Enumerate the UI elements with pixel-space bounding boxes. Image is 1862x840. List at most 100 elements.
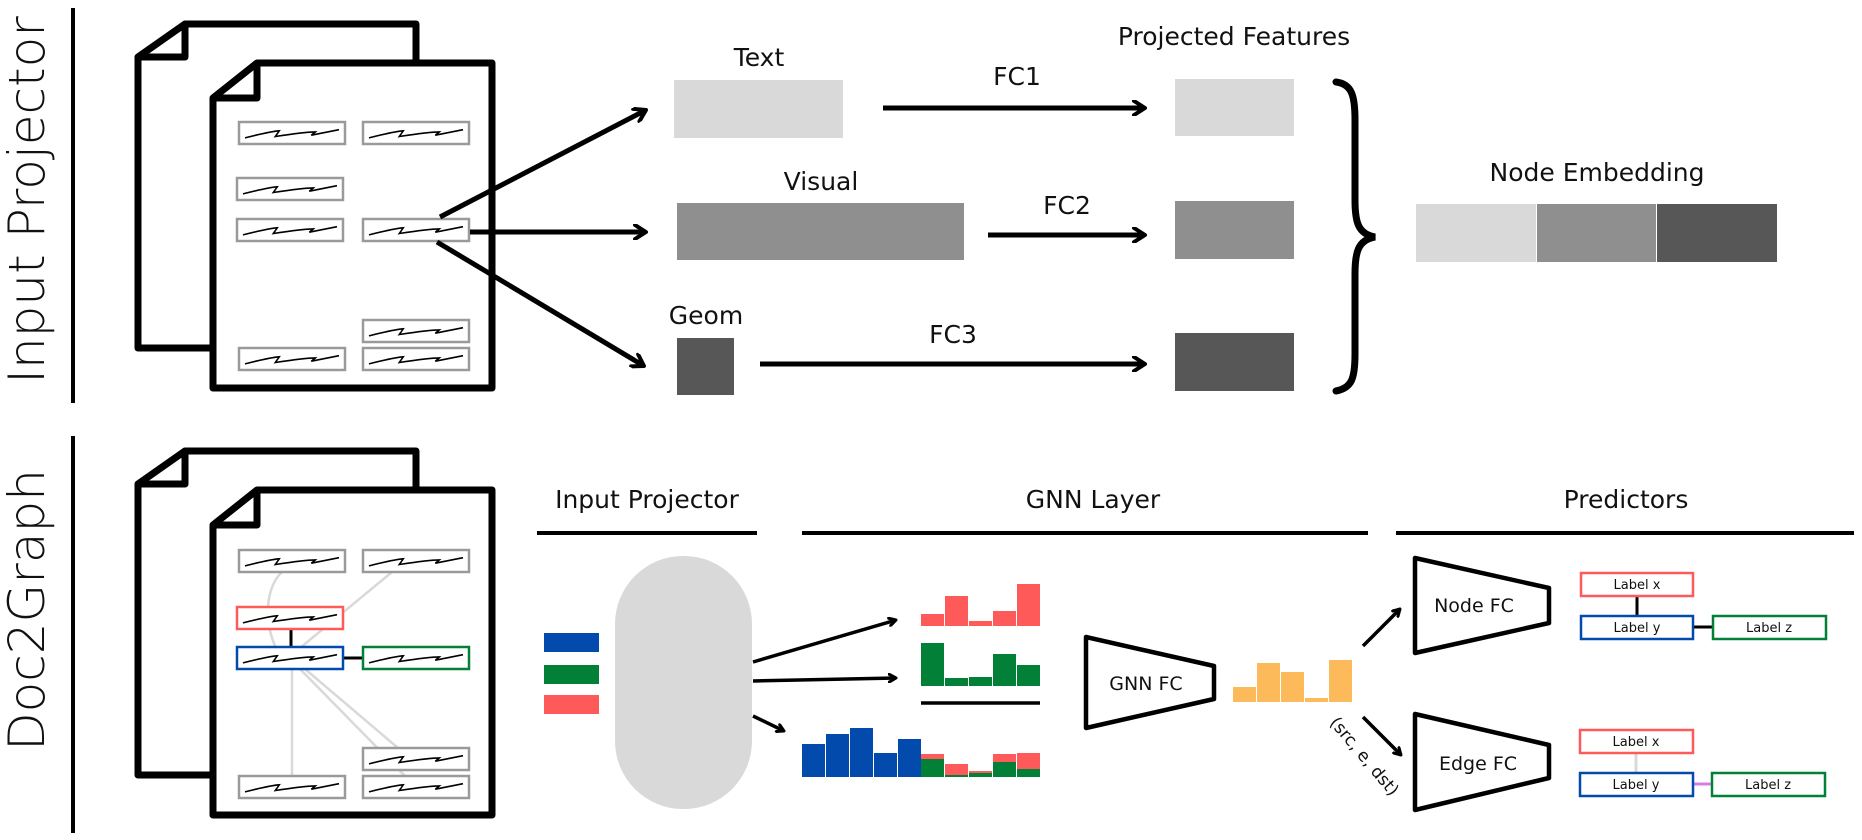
stage-heading-gnn-layer: GNN Layer xyxy=(1026,485,1161,514)
text-region xyxy=(237,120,347,146)
visual-feature-block xyxy=(677,203,964,260)
squiggle-icon xyxy=(242,613,338,624)
text-region xyxy=(235,645,345,671)
arrow-to-red-hist xyxy=(752,620,896,664)
arrow-to-concat-hist xyxy=(752,714,784,731)
embedding-segment-visual xyxy=(1537,204,1656,262)
text-regions xyxy=(235,120,471,372)
text-region xyxy=(361,774,471,800)
text-regions xyxy=(235,548,471,800)
svg-text:Label y: Label y xyxy=(1614,621,1661,636)
hist-bar-orange xyxy=(1233,687,1256,702)
text-region xyxy=(361,120,471,146)
hist-bar-green xyxy=(993,654,1016,686)
text-region xyxy=(361,217,471,243)
arrow-to-text xyxy=(438,110,646,220)
brace-icon xyxy=(1332,78,1376,395)
hist-bar-orange xyxy=(1305,698,1328,702)
text-region xyxy=(237,548,347,574)
hist-bar-green xyxy=(969,773,992,777)
hist-bar-green xyxy=(921,759,944,777)
svg-text:Label z: Label z xyxy=(1746,621,1792,636)
hist-bar-red xyxy=(993,754,1016,762)
node-embedding-title: Node Embedding xyxy=(1490,158,1705,187)
text-region xyxy=(237,774,347,800)
fc2-label: FC2 xyxy=(1043,191,1091,220)
visual-feature-label: Visual xyxy=(784,167,859,196)
gnn-fc-block xyxy=(1083,634,1217,731)
squiggle-icon xyxy=(244,782,340,793)
embedding-segment-text xyxy=(1416,204,1536,262)
squiggle-icon xyxy=(242,184,338,195)
hist-bar-green xyxy=(1017,769,1040,777)
node-fc-label: Node FC xyxy=(1434,595,1514,617)
hist-bar-red xyxy=(921,614,944,626)
hist-bar-blue xyxy=(850,728,873,777)
hist-bar-blue xyxy=(802,744,825,777)
hist-bar-red xyxy=(921,754,944,759)
hist-bar-green xyxy=(1017,665,1040,686)
section-label-doc2graph: Doc2Graph xyxy=(0,469,56,751)
hist-bar-red xyxy=(969,621,992,626)
edge-tuple-label: (src, e, dst) xyxy=(1325,713,1402,800)
squiggle-icon xyxy=(244,354,340,365)
text-region xyxy=(235,605,345,631)
text-region xyxy=(361,548,471,574)
section-label-input-projector: Input Projector xyxy=(0,16,56,384)
arrow-to-node-fc xyxy=(1361,609,1400,648)
squiggle-icon xyxy=(244,128,340,139)
stage-heading-predictors: Predictors xyxy=(1564,485,1689,514)
fc3-label: FC3 xyxy=(929,320,977,349)
text-region xyxy=(237,346,347,372)
svg-text:Label y: Label y xyxy=(1613,778,1660,793)
node-feature-blue xyxy=(544,633,599,652)
projected-visual-block xyxy=(1175,201,1294,259)
hist-bar-red xyxy=(993,611,1016,626)
edge-label-y: Label y xyxy=(1578,771,1695,798)
text-feature-label: Text xyxy=(733,43,785,72)
text-region xyxy=(235,217,345,243)
squiggle-icon xyxy=(244,556,340,567)
node-feature-red xyxy=(544,695,599,714)
hist-bar-blue xyxy=(826,734,849,777)
arrow-to-edge-fc xyxy=(1361,715,1401,755)
svg-text:Label x: Label x xyxy=(1613,735,1660,750)
arrow-to-geom xyxy=(435,239,644,366)
node-label-x: Label x xyxy=(1579,571,1695,598)
gnn-fc-label: GNN FC xyxy=(1109,673,1182,695)
fc1-label: FC1 xyxy=(993,62,1041,91)
squiggle-icon xyxy=(368,354,464,365)
hist-bar-red xyxy=(1017,753,1040,769)
geom-feature-label: Geom xyxy=(669,301,743,330)
squiggle-icon xyxy=(242,225,338,236)
hist-bar-blue xyxy=(898,739,921,777)
text-region xyxy=(361,645,471,671)
node-label-z: Label z xyxy=(1711,614,1828,641)
edge-label-x: Label x xyxy=(1578,728,1695,755)
svg-text:Label x: Label x xyxy=(1614,578,1661,593)
text-region xyxy=(361,346,471,372)
svg-text:Label z: Label z xyxy=(1745,778,1791,793)
projected-text-block xyxy=(1175,79,1294,136)
text-region xyxy=(235,176,345,202)
squiggle-icon xyxy=(368,128,464,139)
text-region xyxy=(361,318,471,344)
hist-bar-orange xyxy=(1281,672,1304,702)
edge-fc-label: Edge FC xyxy=(1439,753,1517,775)
arrow-to-green-hist xyxy=(752,678,896,681)
squiggle-icon xyxy=(368,782,464,793)
squiggle-icon xyxy=(368,326,464,337)
squiggle-icon xyxy=(368,653,464,664)
hist-bar-green xyxy=(993,762,1016,777)
stage-heading-input-projector: Input Projector xyxy=(555,485,740,514)
hist-bar-red xyxy=(945,764,968,775)
projected-geom-block xyxy=(1175,333,1294,391)
text-region xyxy=(361,746,471,772)
hist-bar-red xyxy=(945,596,968,626)
squiggle-icon xyxy=(368,556,464,567)
squiggle-icon xyxy=(242,653,338,664)
geom-feature-block xyxy=(677,338,734,395)
input-projector-block xyxy=(615,556,752,809)
hist-bar-green xyxy=(945,678,968,686)
